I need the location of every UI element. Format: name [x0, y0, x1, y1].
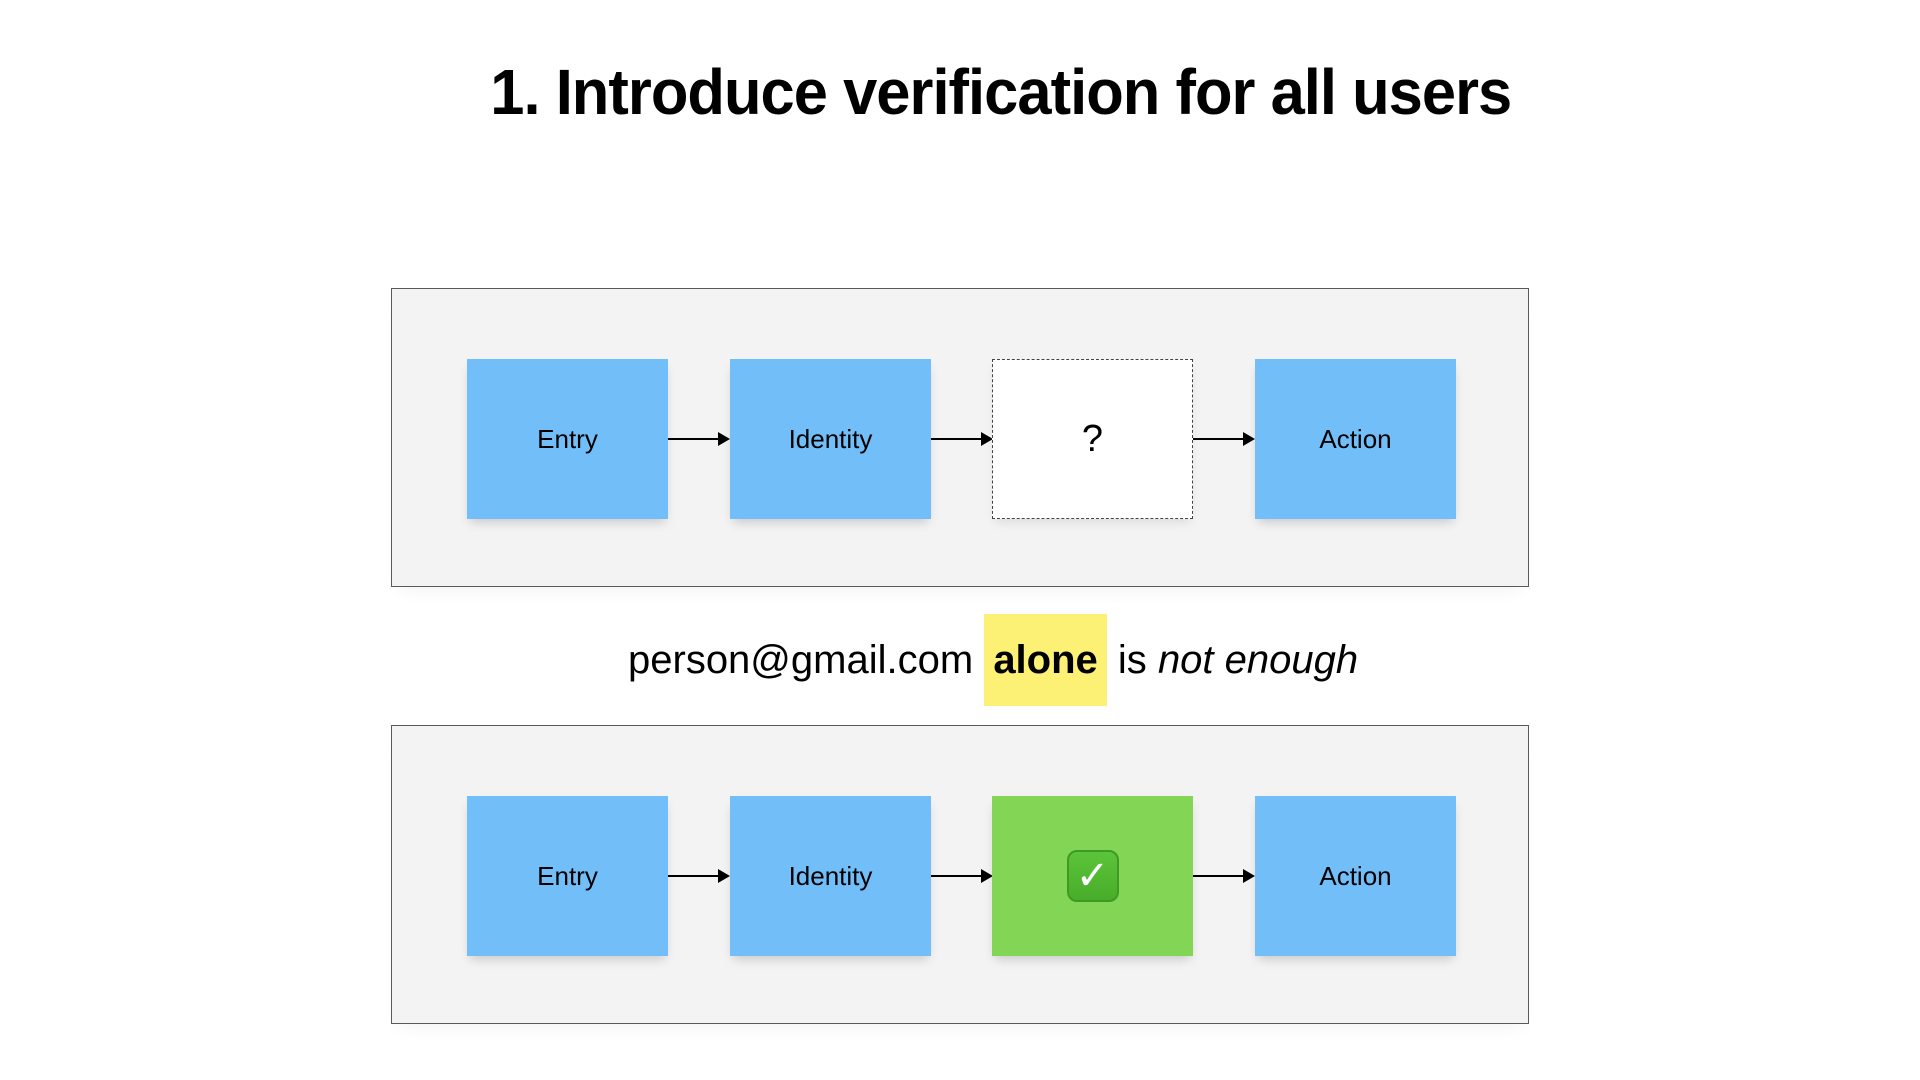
arrow-right-icon — [1193, 432, 1255, 446]
arrow-right-icon — [668, 869, 730, 883]
node-label: Identity — [788, 423, 873, 454]
node-entry: Entry — [467, 796, 668, 956]
node-missing-step: ? — [992, 359, 1193, 519]
node-identity: Identity — [730, 796, 931, 956]
caption-middle: is — [1117, 638, 1147, 682]
node-label: Identity — [788, 860, 873, 891]
check-mark-icon: ✓ — [1066, 850, 1119, 902]
node-identity: Identity — [730, 359, 931, 519]
caption-emphasis: not enough — [1157, 638, 1359, 682]
arrow-right-icon — [931, 869, 993, 883]
question-mark: ? — [1081, 417, 1104, 460]
node-verification: ✓ — [992, 796, 1193, 956]
node-label: Entry — [537, 860, 598, 891]
node-label: Action — [1319, 423, 1392, 454]
caption-email: person@gmail.com — [628, 638, 974, 682]
arrow-right-icon — [668, 432, 730, 446]
node-label: Entry — [537, 423, 598, 454]
check-glyph: ✓ — [1075, 854, 1110, 898]
arrow-right-icon — [931, 432, 993, 446]
diagram-panel-current-flow: Entry Identity ? Action — [391, 288, 1529, 587]
slide-title: 1. Introduce verification for all users — [490, 56, 1513, 128]
diagram-panel-verified-flow: Entry Identity ✓ Action — [391, 725, 1529, 1024]
node-label: Action — [1319, 860, 1392, 891]
caption: person@gmail.com alone is not enough — [628, 614, 1359, 706]
arrow-right-icon — [1193, 869, 1255, 883]
node-entry: Entry — [467, 359, 668, 519]
caption-highlight: alone — [984, 614, 1107, 706]
node-action: Action — [1255, 796, 1456, 956]
node-action: Action — [1255, 359, 1456, 519]
